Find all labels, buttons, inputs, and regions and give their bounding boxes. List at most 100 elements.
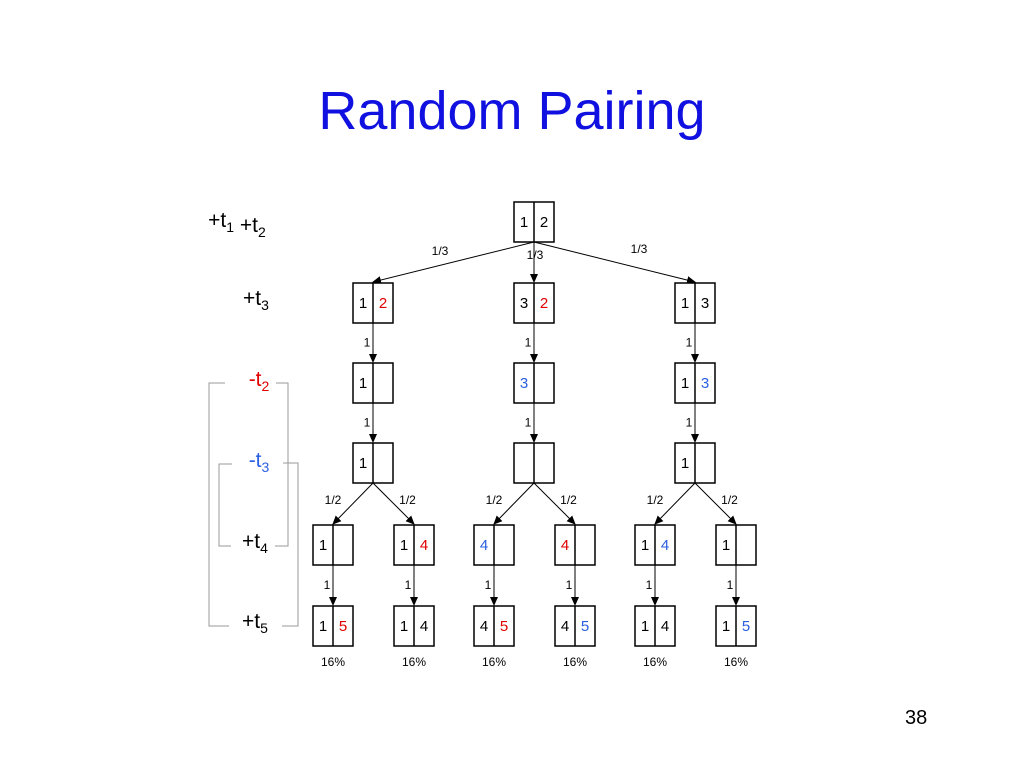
edge-probability-label: 1/3 xyxy=(631,242,648,256)
edge-probability-label: 1 xyxy=(324,578,331,592)
edge-arrow xyxy=(493,482,535,525)
node-cell-value: 1 xyxy=(641,618,649,635)
row-label-subscript: 3 xyxy=(262,459,270,475)
node-cell-value: 4 xyxy=(480,537,488,554)
bracket-line xyxy=(282,462,299,627)
node-cell-value: 5 xyxy=(581,618,589,635)
node-cell-value: 1 xyxy=(722,537,730,554)
edge-root-a2: 1/3 xyxy=(527,242,544,283)
edge-probability-label: 1 xyxy=(364,336,371,350)
edge-probability-label: 1/2 xyxy=(647,493,664,507)
node-c1: 1 xyxy=(352,442,394,484)
node-c3: 1 xyxy=(674,442,716,484)
row-label-subscript: 5 xyxy=(260,620,268,636)
row-label-text: -t xyxy=(249,449,262,472)
page-number: 38 xyxy=(905,707,928,729)
edge-d2-e2: 1 xyxy=(405,565,418,606)
edge-probability-label: 1 xyxy=(646,578,653,592)
leaf-probability-label: 16% xyxy=(402,655,426,669)
edge-root-a1: 1/3 xyxy=(372,241,535,284)
node-d1: 1 xyxy=(312,524,354,566)
edge-arrow xyxy=(533,241,696,284)
row-label-subscript: 2 xyxy=(258,224,266,240)
node-cell-value: 4 xyxy=(480,618,488,635)
edge-probability-label: 1 xyxy=(525,416,532,430)
leaf-probabilities: 16%16%16%16%16%16% xyxy=(321,655,748,669)
edge-probability-label: 1 xyxy=(727,578,734,592)
edge-arrow xyxy=(372,482,415,525)
node-cell-value: 3 xyxy=(701,295,709,312)
edge-probability-label: 1/2 xyxy=(399,493,416,507)
edge-c3-d6: 1/2 xyxy=(694,482,738,525)
bracket-line xyxy=(208,382,229,627)
node-d6: 1 xyxy=(715,524,757,566)
leaf-probability-label: 16% xyxy=(482,655,506,669)
edge-probability-label: 1/2 xyxy=(325,493,342,507)
slide-title: Random Pairing xyxy=(318,81,706,141)
row-label-subscript: 1 xyxy=(226,219,234,235)
row-label-r6: +t5 xyxy=(242,610,268,636)
node-cell-value: 1 xyxy=(681,295,689,312)
node-cell-value: 4 xyxy=(420,537,428,554)
edge-probability-label: 1 xyxy=(405,578,412,592)
bracket-line xyxy=(218,463,232,547)
node-cell-value: 5 xyxy=(339,618,347,635)
node-cell-value: 1 xyxy=(681,455,689,472)
node-cell-value: 5 xyxy=(500,618,508,635)
edge-d6-e6: 1 xyxy=(727,565,740,606)
row-label-text: +t xyxy=(234,214,258,237)
node-cell-value: 2 xyxy=(379,295,387,312)
edge-arrow xyxy=(654,482,696,525)
row-label-text: -t xyxy=(249,368,262,391)
edge-probability-label: 1 xyxy=(364,416,371,430)
edge-probability-label: 1 xyxy=(485,578,492,592)
node-cell-value: 1 xyxy=(722,618,730,635)
row-label-r2: +t3 xyxy=(243,287,269,313)
node-cell-value: 3 xyxy=(701,375,709,392)
node-cell-value: 1 xyxy=(319,537,327,554)
edge-c1-d1: 1/2 xyxy=(325,482,374,525)
edge-probability-label: 1 xyxy=(686,416,693,430)
node-cell-value: 1 xyxy=(400,618,408,635)
node-cell-value: 1 xyxy=(400,537,408,554)
node-cell-value: 4 xyxy=(561,618,569,635)
node-d4: 4 xyxy=(554,524,596,566)
row-label-subscript: 3 xyxy=(261,297,269,313)
edge-probability-label: 1/2 xyxy=(486,493,503,507)
row-label-text: +t xyxy=(242,610,260,633)
node-cell-value: 4 xyxy=(561,537,569,554)
row-label-text: +t xyxy=(208,209,226,232)
node-d3: 4 xyxy=(473,524,515,566)
node-cell-value: 3 xyxy=(520,375,528,392)
node-cell-value: 1 xyxy=(359,455,367,472)
leaf-probability-label: 16% xyxy=(724,655,748,669)
leaf-probability-label: 16% xyxy=(321,655,345,669)
row-labels: +t1 +t2+t3-t2-t3+t4+t5 xyxy=(208,209,269,636)
bracket-lines xyxy=(208,382,299,627)
edge-d5-e5: 1 xyxy=(646,565,659,606)
node-cell-value: 4 xyxy=(661,537,669,554)
edge-b2-c2: 1 xyxy=(525,403,538,443)
node-b2: 3 xyxy=(513,362,555,404)
row-label-subscript: 2 xyxy=(262,378,270,394)
row-label-r5: +t4 xyxy=(242,530,268,556)
edge-probability-label: 1 xyxy=(525,336,532,350)
edge-c3-d5: 1/2 xyxy=(647,482,696,525)
row-label-text: +t xyxy=(242,530,260,553)
edge-arrow xyxy=(694,482,737,525)
node-cell-value: 5 xyxy=(742,618,750,635)
row-label-r3: -t2 xyxy=(249,368,270,394)
leaf-probability-label: 16% xyxy=(643,655,667,669)
